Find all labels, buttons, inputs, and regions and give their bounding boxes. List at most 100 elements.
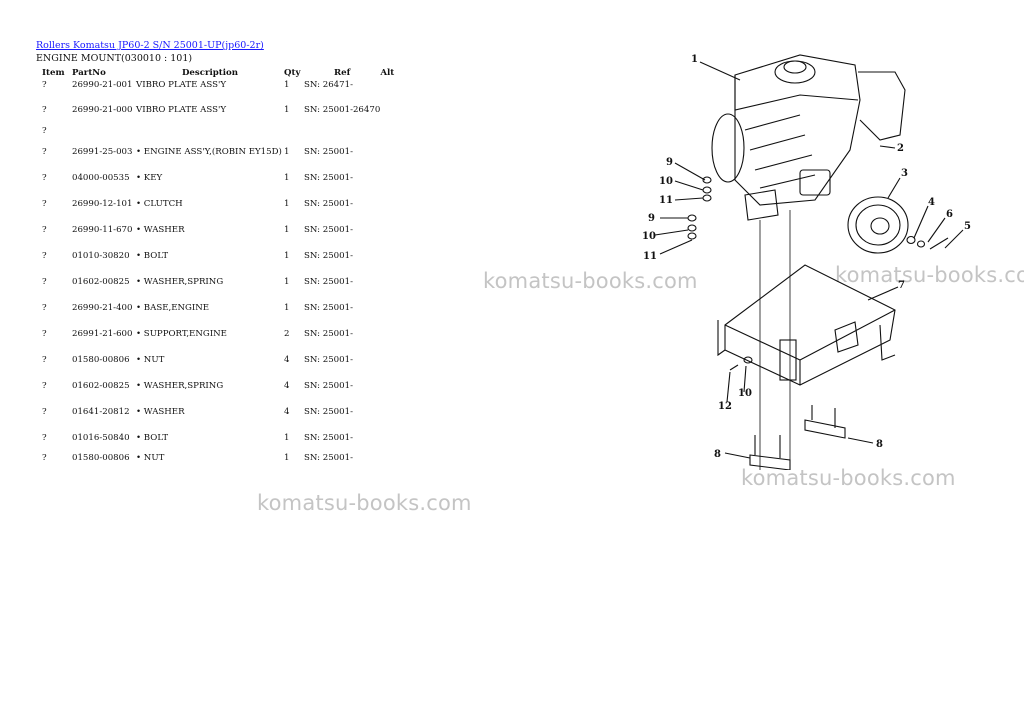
cell-alternate [380, 407, 400, 433]
column-header-alt: Alt [380, 68, 395, 78]
cell-reference: SN: 26471- [304, 80, 353, 90]
cell-alternate [380, 381, 400, 407]
column-header-qty: Qty [284, 68, 301, 78]
washer-part [702, 186, 712, 194]
exploded-parts-diagram: 1 2 3 4 5 6 7 8 8 9 9 10 10 10 11 11 12 [642, 54, 971, 470]
engine-base [724, 264, 896, 386]
leader-line [887, 177, 901, 199]
watermark: komatsu-books.co [835, 263, 1024, 287]
cell-alternate [380, 173, 400, 199]
cell-quantity: 1 [284, 199, 290, 209]
callout-number: 9 [648, 213, 655, 224]
cell-alternate [380, 277, 400, 303]
cell-alternate [380, 433, 400, 453]
fuel-cap-top [783, 60, 807, 74]
cell-part-number: 26990-21-000 [72, 105, 133, 115]
cell-alternate [380, 225, 400, 251]
cell-part-number: 26990-12-101 [72, 199, 133, 209]
watermark: komatsu-books.com [741, 466, 956, 490]
section-title: ENGINE MOUNT(030010 : 101) [36, 53, 193, 64]
cell-reference: SN: 25001- [304, 303, 353, 313]
cell-item: ? [42, 199, 47, 209]
cell-reference: SN: 25001- [304, 147, 353, 157]
cell-alternate [380, 199, 400, 225]
cell-part-number: 26991-25-003 [72, 147, 133, 157]
leader-line [847, 437, 874, 444]
engine-support [834, 321, 859, 353]
cell-item: ? [42, 105, 47, 115]
cell-reference: SN: 25001- [304, 381, 353, 391]
callout-number: 5 [964, 221, 971, 232]
assembly-line [759, 210, 791, 470]
cell-item: ? [42, 303, 47, 313]
cell-reference [304, 126, 380, 147]
callout-number: 7 [898, 280, 905, 291]
spring-washer-part [916, 240, 926, 248]
cell-item: ? [42, 329, 47, 339]
cell-reference: SN: 25001- [304, 329, 353, 339]
rubber-mount [804, 419, 846, 439]
cell-quantity: 1 [284, 80, 290, 90]
cell-description: • BOLT [136, 251, 169, 261]
cell-description: • NUT [136, 453, 165, 463]
cell-alternate [380, 355, 400, 381]
cell-item: ? [42, 126, 47, 136]
cell-description: • BOLT [136, 433, 169, 443]
cell-quantity: 1 [284, 251, 290, 261]
cell-reference: SN: 25001- [304, 173, 353, 183]
leader-line [674, 162, 706, 181]
leader-line [724, 452, 751, 459]
cell-description: • WASHER,SPRING [136, 277, 224, 287]
cell-item: ? [42, 147, 47, 157]
cell-part-number [72, 126, 136, 147]
callout-number: 10 [738, 388, 752, 399]
cell-description: • WASHER,SPRING [136, 381, 224, 391]
fuel-cap [774, 60, 816, 84]
engine-top-edge [734, 75, 859, 111]
cell-quantity: 1 [284, 277, 290, 287]
washer-part [687, 232, 697, 240]
bolt-part [729, 364, 739, 371]
leader-line [867, 286, 899, 301]
leader-line [913, 205, 929, 239]
cell-item: ? [42, 80, 47, 90]
engine-mount-bracket [744, 189, 779, 221]
nut-part [687, 214, 697, 222]
leader-line [659, 239, 693, 255]
engine-support [779, 339, 797, 381]
leader-line [927, 217, 946, 243]
cell-part-number: 01602-00825 [72, 277, 130, 287]
cell-reference: SN: 25001- [304, 433, 353, 443]
breadcrumb-link[interactable]: Rollers Komatsu JP60-2 S/N 25001-UP(jp60… [36, 40, 264, 51]
cell-item: ? [42, 251, 47, 261]
cell-description [136, 126, 284, 147]
cell-part-number: 26991-21-600 [72, 329, 133, 339]
cell-quantity: 4 [284, 381, 290, 391]
cell-quantity: 1 [284, 225, 290, 235]
cell-quantity: 2 [284, 329, 290, 339]
callout-number: 1 [691, 54, 698, 65]
cell-reference: SN: 25001-26470 [304, 105, 381, 115]
cell-part-number: 01016-50840 [72, 433, 130, 443]
rubber-mount [749, 454, 791, 470]
cell-alternate [380, 453, 400, 473]
cell-alternate [380, 126, 400, 147]
callout-number: 6 [946, 209, 953, 220]
table-row: ?26991-25-003• ENGINE ASS'Y,(ROBIN EY15D… [36, 147, 400, 173]
leader-line [654, 229, 689, 236]
engine-body [734, 54, 861, 206]
engine-output-housing [799, 169, 831, 196]
cell-quantity: 1 [284, 453, 290, 463]
engine-cooling-fins [744, 114, 816, 189]
watermark: komatsu-books.com [257, 491, 472, 515]
cell-quantity: 1 [284, 105, 290, 115]
